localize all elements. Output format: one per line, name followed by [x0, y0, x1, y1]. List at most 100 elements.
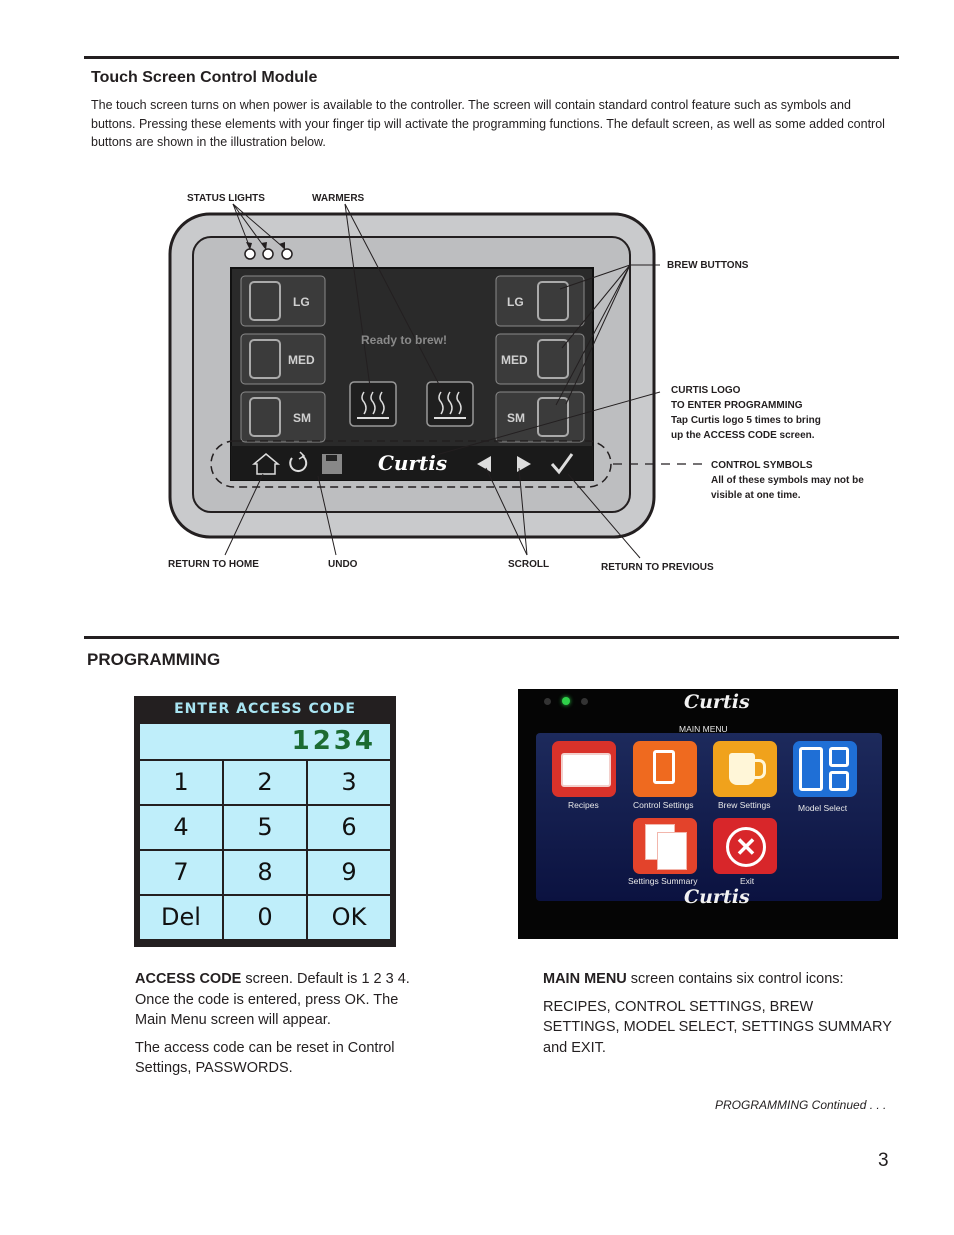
- control-settings-icon[interactable]: [633, 741, 697, 797]
- curtis-logo-title: CURTIS LOGO: [671, 385, 741, 396]
- key-6[interactable]: 6: [308, 806, 390, 849]
- ready-text: Ready to brew!: [361, 333, 448, 347]
- recipes-icon[interactable]: [552, 741, 616, 797]
- touch-screen-diagram: LG MED SM LG MED SM Ready to brew! Curti…: [168, 193, 864, 573]
- label-return-to-home: RETURN TO HOME: [168, 559, 259, 570]
- brew-button-med-right: MED: [501, 353, 528, 367]
- status-light-icon: [262, 248, 274, 260]
- brew-button-lg-right: LG: [507, 295, 524, 309]
- control-symbols-note2: visible at one time.: [711, 490, 801, 501]
- label-scroll: SCROLL: [508, 559, 550, 570]
- main-menu-para2: RECIPES, CONTROL SETTINGS, BREW SETTINGS…: [543, 998, 892, 1056]
- main-menu-text: MAIN MENU screen contains six control ic…: [543, 969, 893, 1065]
- access-code-keypad: ENTER ACCESS CODE 1234 1 2 3 4 5 6 7 8 9…: [134, 696, 396, 947]
- label-warmers: WARMERS: [312, 193, 365, 204]
- section-heading: Touch Screen Control Module: [91, 69, 318, 86]
- top-rule: [84, 56, 899, 59]
- label-control-symbols: CONTROL SYMBOLS All of these symbols may…: [711, 458, 864, 503]
- curtis-logo-line4: up the ACCESS CODE screen.: [671, 430, 815, 441]
- status-light-icon: [562, 697, 570, 705]
- access-code-para2: The access code can be reset in Control …: [135, 1039, 395, 1077]
- settings-summary-icon[interactable]: [633, 818, 697, 874]
- key-8[interactable]: 8: [224, 851, 306, 894]
- warmer-icon: [426, 381, 474, 427]
- curtis-logo-line2: TO ENTER PROGRAMMING: [671, 400, 803, 411]
- documents-icon-front: [657, 832, 687, 870]
- main-menu-title: MAIN MENU: [679, 724, 728, 734]
- brew-settings-icon[interactable]: [713, 741, 777, 797]
- brew-button-med-left: MED: [288, 353, 315, 367]
- close-icon: ✕: [726, 827, 766, 867]
- access-code-text: ACCESS CODE screen. Default is 1 2 3 4. …: [135, 969, 425, 1086]
- programming-rule: [84, 636, 899, 639]
- cup-icon: [729, 753, 755, 785]
- label-undo: UNDO: [328, 559, 358, 570]
- key-2[interactable]: 2: [224, 761, 306, 804]
- key-4[interactable]: 4: [140, 806, 222, 849]
- brew-settings-label[interactable]: Brew Settings: [718, 800, 771, 810]
- access-code-line1: screen. Default is 1 2 3 4. Once the cod…: [135, 971, 410, 1028]
- settings-summary-label[interactable]: Settings Summary: [628, 876, 698, 886]
- curtis-logo-line3: Tap Curtis logo 5 times to bring: [671, 415, 821, 426]
- control-bar: [231, 446, 593, 480]
- curtis-logo: Curtis: [684, 691, 750, 713]
- dispenser-icon: [653, 750, 675, 784]
- control-symbols-outline: [210, 440, 612, 488]
- key-7[interactable]: 7: [140, 851, 222, 894]
- intro-paragraph: The touch screen turns on when power is …: [91, 98, 885, 149]
- model-icon-small: [829, 747, 849, 767]
- status-light-icon: [244, 248, 256, 260]
- status-light-icon: [581, 698, 588, 705]
- home-icon: [251, 453, 281, 475]
- key-9[interactable]: 9: [308, 851, 390, 894]
- brew-buttons-right: [495, 275, 585, 443]
- control-symbols-note1: All of these symbols may not be: [711, 475, 864, 486]
- continued-note: PROGRAMMING Continued . . .: [715, 1098, 887, 1112]
- exit-label[interactable]: Exit: [740, 876, 755, 886]
- control-symbols-title: CONTROL SYMBOLS: [711, 460, 813, 471]
- access-code-bold: ACCESS CODE: [135, 971, 242, 987]
- label-status-lights: STATUS LIGHTS: [187, 193, 265, 204]
- label-curtis-logo: CURTIS LOGO TO ENTER PROGRAMMING Tap Cur…: [671, 383, 821, 443]
- recipes-label[interactable]: Recipes: [568, 800, 599, 810]
- scroll-left-icon: [477, 456, 491, 472]
- key-5[interactable]: 5: [224, 806, 306, 849]
- brew-buttons-left: [240, 275, 326, 443]
- main-menu-screen: Curtis MAIN MENU Recipes Control Setting…: [518, 689, 898, 939]
- curtis-logo: Curtis: [378, 451, 448, 475]
- scroll-right-icon: [517, 456, 531, 472]
- label-brew-buttons: BREW BUTTONS: [667, 260, 749, 271]
- folder-icon: [561, 753, 611, 787]
- brew-button-lg-left: LG: [293, 295, 310, 309]
- programming-heading: PROGRAMMING: [87, 650, 221, 669]
- key-del[interactable]: Del: [140, 896, 222, 939]
- cup-handle: [753, 759, 766, 779]
- brew-button-sm-left: SM: [293, 411, 311, 425]
- keypad-grid: 1 2 3 4 5 6 7 8 9 Del 0 OK: [140, 761, 390, 940]
- access-code-para1: ACCESS CODE screen. Default is 1 2 3 4. …: [135, 969, 425, 1031]
- keypad-title: ENTER ACCESS CODE: [174, 701, 356, 717]
- checkmark-icon: [550, 453, 574, 475]
- model-select-label[interactable]: Model Select: [798, 803, 848, 813]
- key-ok[interactable]: OK: [308, 896, 390, 939]
- key-1[interactable]: 1: [140, 761, 222, 804]
- key-3[interactable]: 3: [308, 761, 390, 804]
- main-menu-para1: MAIN MENU screen contains six control ic…: [543, 969, 893, 990]
- status-light-icon: [281, 248, 293, 260]
- exit-icon[interactable]: ✕: [713, 818, 777, 874]
- keypad-display: 1234: [140, 724, 390, 759]
- warmer-icon: [349, 381, 397, 427]
- label-return-to-previous: RETURN TO PREVIOUS: [601, 562, 714, 573]
- control-settings-label[interactable]: Control Settings: [633, 800, 694, 810]
- model-select-icon[interactable]: [793, 741, 857, 797]
- key-0[interactable]: 0: [224, 896, 306, 939]
- status-light-icon: [544, 698, 551, 705]
- model-icon: [799, 747, 823, 791]
- brew-button-sm-right: SM: [507, 411, 525, 425]
- main-menu-bold: MAIN MENU: [543, 971, 627, 987]
- model-icon-small: [829, 771, 849, 791]
- main-menu-line1: screen contains six control icons:: [626, 971, 844, 987]
- curtis-logo-bottom: Curtis: [684, 886, 750, 908]
- page-number: 3: [878, 1150, 889, 1171]
- undo-icon: [289, 455, 308, 473]
